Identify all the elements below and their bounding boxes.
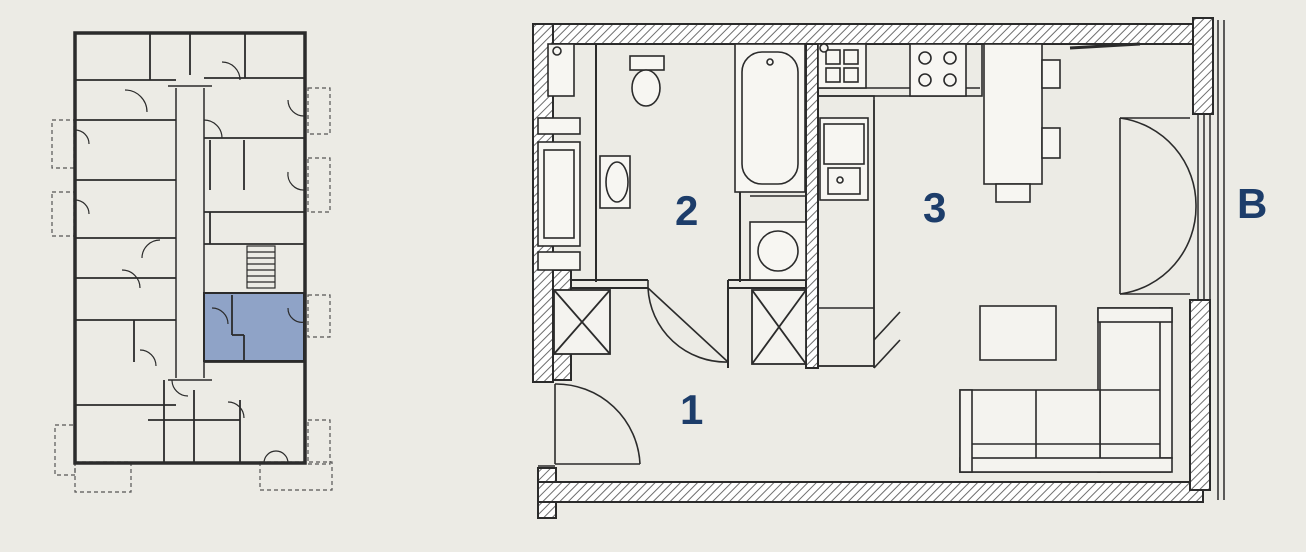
wall-top bbox=[532, 23, 1214, 45]
bar-counter bbox=[983, 43, 1043, 185]
washing-machine-icon bbox=[749, 221, 807, 281]
stove-icon bbox=[909, 43, 967, 97]
balcony-double-door bbox=[1119, 117, 1197, 295]
bathtub-icon bbox=[734, 43, 806, 193]
bar-stool-icon bbox=[1041, 127, 1061, 159]
highlighted-apartment bbox=[203, 292, 305, 362]
room-label-2: 2 bbox=[675, 187, 698, 234]
room-label-3: 3 bbox=[923, 184, 946, 231]
building-key-plan bbox=[51, 31, 333, 493]
kitchen bbox=[817, 42, 1141, 369]
wall-right-lower bbox=[1189, 299, 1211, 491]
doors bbox=[538, 117, 1197, 467]
sink-icon bbox=[819, 117, 869, 201]
toilet-icon bbox=[629, 55, 665, 107]
bathroom-door bbox=[647, 280, 729, 363]
entrance-door bbox=[538, 383, 641, 467]
coffee-table-icon bbox=[979, 305, 1057, 361]
bathroom-fixtures bbox=[537, 43, 807, 281]
key-plan-staircase bbox=[246, 245, 276, 289]
key-plan-doors bbox=[74, 61, 306, 464]
bar-stool-icon bbox=[1041, 59, 1061, 89]
key-plan-balconies bbox=[51, 87, 333, 493]
balcony-window bbox=[1197, 20, 1225, 500]
apartment-walls bbox=[532, 17, 1214, 519]
ventilation-shafts bbox=[553, 289, 807, 365]
wall-kitchen-partition bbox=[805, 43, 819, 369]
balcony-label: B bbox=[1237, 180, 1267, 227]
room-label-1: 1 bbox=[680, 386, 703, 433]
shower-cabinet-icon bbox=[537, 117, 581, 271]
key-plan-corridor bbox=[168, 85, 212, 381]
apartment-plan: 1 2 3 B bbox=[532, 17, 1267, 519]
bar-stool-icon bbox=[995, 183, 1031, 203]
washbasin-icon bbox=[599, 155, 631, 209]
wall-right-upper bbox=[1192, 17, 1214, 115]
wall-bottom bbox=[537, 481, 1204, 503]
key-plan-outline bbox=[73, 31, 307, 465]
key-plan-partitions bbox=[75, 33, 305, 463]
corner-sofa-icon bbox=[959, 307, 1173, 473]
living-room-furniture bbox=[959, 305, 1173, 473]
